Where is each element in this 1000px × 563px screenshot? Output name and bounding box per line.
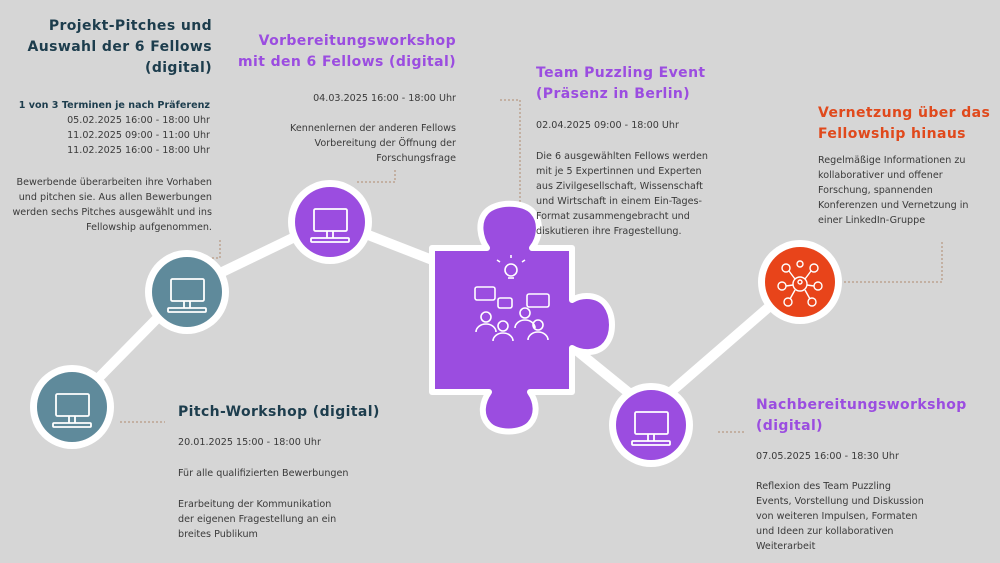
vorbereitung-title-line-1: Vorbereitungsworkshop — [258, 33, 456, 49]
puzzling-description: Die 6 ausgewählten Fellows werden mit je… — [536, 149, 736, 239]
monitor-icon — [52, 393, 92, 428]
pitches-desc-line: werden sechs Pitches ausgewählt und ins — [12, 207, 212, 218]
pitches-title-line-3: (digital) — [145, 60, 212, 76]
pitches-desc-line: Fellowship aufgenommen. — [86, 222, 212, 233]
pitch-workshop-desc-line: der eigenen Fragestellung an ein — [178, 514, 337, 525]
puzzling-title-line-1: Team Puzzling Event — [536, 65, 706, 81]
vernetzung-desc-line: kollaborativer und offener — [818, 170, 943, 181]
leader-puzzling — [500, 99, 521, 203]
pitch-workshop-desc-line: breites Publikum — [178, 529, 258, 540]
vernetzung-title-line-2: Fellowship hinaus — [818, 126, 966, 142]
node-pitches — [145, 250, 229, 334]
vorbereitung-desc-line: Vorbereitung der Öffnung der — [314, 138, 456, 149]
puzzling-desc-line: Die 6 ausgewählten Fellows werden — [536, 151, 708, 162]
node-pitch-workshop — [30, 365, 114, 449]
puzzling-title: Team Puzzling Event (Präsenz in Berlin) — [536, 63, 736, 105]
network-icon — [777, 260, 823, 307]
pitches-date-3: 11.02.2025 16:00 - 18:00 Uhr — [67, 145, 210, 156]
pitch-workshop-title: Pitch-Workshop (digital) — [178, 404, 380, 420]
vorbereitung-date: 04.03.2025 16:00 - 18:00 Uhr — [313, 93, 456, 104]
vorbereitung-desc-line: Kennenlernen der anderen Fellows — [290, 123, 456, 134]
leader-lines — [120, 99, 943, 433]
puzzling-desc-line: mit je 5 Expertinnen und Experten — [536, 166, 702, 177]
vernetzung-desc-line: einer LinkedIn-Gruppe — [818, 215, 926, 226]
nachbereitung-desc-line: Events, Vorstellung und Diskussion — [756, 496, 924, 507]
vernetzung-desc-line: Forschung, spannenden — [818, 185, 933, 196]
pitches-title: Projekt-Pitches und Auswahl der 6 Fellow… — [10, 16, 212, 79]
node-nachbereitung — [609, 383, 693, 467]
pitches-date-1: 05.02.2025 16:00 - 18:00 Uhr — [67, 115, 210, 126]
nachbereitung-title-line-2: (digital) — [756, 418, 823, 434]
pitches-subtitle: 1 von 3 Terminen je nach Präferenz — [18, 100, 210, 111]
pitches-dates: 1 von 3 Terminen je nach Präferenz 05.02… — [10, 98, 210, 158]
puzzling-date: 02.04.2025 09:00 - 18:00 Uhr — [536, 120, 679, 131]
node-vorbereitung — [288, 180, 372, 264]
pitch-workshop-description-2: Erarbeitung der Kommunikation der eigene… — [178, 497, 398, 542]
pitch-workshop-desc-line: Erarbeitung der Kommunikation — [178, 499, 332, 510]
node-puzzling — [429, 200, 615, 435]
leader-vorbereitung — [355, 170, 396, 183]
pitch-workshop-date: 20.01.2025 15:00 - 18:00 Uhr — [178, 437, 321, 448]
pitches-desc-line: Bewerbende überarbeiten ihre Vorhaben — [16, 177, 212, 188]
pitches-desc-line: und pitchen sie. Aus allen Bewerbungen — [18, 192, 212, 203]
pitches-date-2: 11.02.2025 09:00 - 11:00 Uhr — [67, 130, 210, 141]
nachbereitung-title: Nachbereitungsworkshop (digital) — [756, 395, 986, 437]
vorbereitung-desc-line: Forschungsfrage — [376, 153, 456, 164]
nachbereitung-desc-line: Reflexion des Team Puzzling — [756, 481, 891, 492]
monitor-icon — [310, 208, 350, 243]
vorbereitung-title-line-2: mit den 6 Fellows (digital) — [238, 54, 456, 70]
nachbereitung-date: 07.05.2025 16:00 - 18:30 Uhr — [756, 451, 899, 462]
collaboration-icon — [474, 255, 550, 342]
vernetzung-desc-line: Regelmäßige Informationen zu — [818, 155, 966, 166]
puzzling-desc-line: und Wirtschaft in einem Ein-Tages- — [536, 196, 702, 207]
nachbereitung-desc-line: und Ideen zur kollaborativen — [756, 526, 894, 537]
vorbereitung-description: Kennenlernen der anderen Fellows Vorbere… — [236, 121, 456, 166]
monitor-icon — [167, 278, 207, 313]
node-vernetzung — [758, 240, 842, 324]
puzzling-desc-line: diskutieren ihre Fragestellung. — [536, 226, 682, 237]
nachbereitung-title-line-1: Nachbereitungsworkshop — [756, 397, 967, 413]
vernetzung-desc-line: Konferenzen und Vernetzung in — [818, 200, 969, 211]
nachbereitung-desc-line: Weiterarbeit — [756, 541, 816, 552]
vernetzung-description: Regelmäßige Informationen zu kollaborati… — [818, 153, 996, 228]
pitches-description: Bewerbende überarbeiten ihre Vorhaben un… — [2, 175, 212, 235]
puzzling-desc-line: Format zusammengebracht und — [536, 211, 690, 222]
monitor-icon — [631, 411, 671, 446]
pitch-workshop-description-1: Für alle qualifizierten Bewerbungen — [178, 468, 349, 479]
pitches-title-line-1: Projekt-Pitches und — [48, 18, 212, 34]
puzzling-desc-line: aus Zivilgesellschaft, Wissenschaft — [536, 181, 703, 192]
puzzling-title-line-2: (Präsenz in Berlin) — [536, 86, 691, 102]
nachbereitung-description: Reflexion des Team Puzzling Events, Vors… — [756, 479, 992, 554]
vernetzung-title: Vernetzung über das Fellowship hinaus — [818, 103, 998, 145]
nachbereitung-desc-line: von weiteren Impulsen, Formaten — [756, 511, 918, 522]
vernetzung-title-line-1: Vernetzung über das — [818, 105, 991, 121]
leader-vernetzung — [838, 242, 943, 283]
pitches-title-line-2: Auswahl der 6 Fellows — [27, 39, 212, 55]
vorbereitung-title: Vorbereitungsworkshop mit den 6 Fellows … — [228, 31, 456, 73]
